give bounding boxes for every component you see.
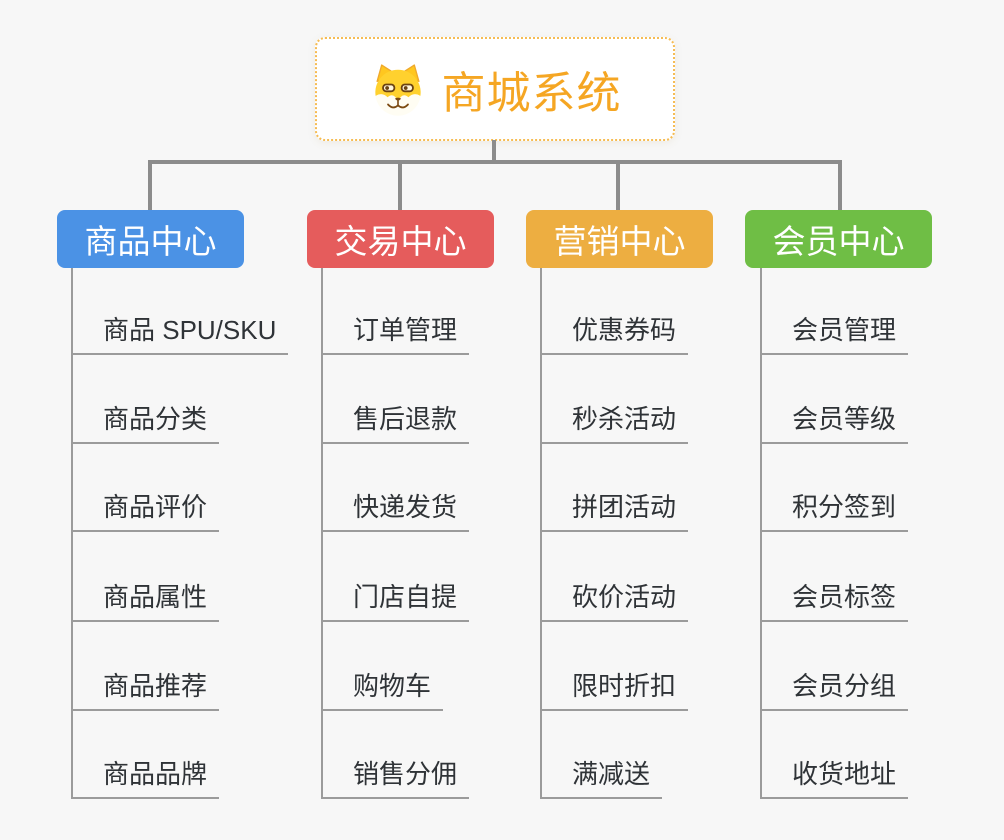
branch-header-member-center[interactable]: 会员中心 bbox=[745, 210, 932, 268]
list-item[interactable]: 会员分组 bbox=[762, 671, 909, 711]
connector-drop-trade bbox=[398, 160, 402, 210]
root-label: 商城系统 bbox=[441, 69, 622, 118]
list-item[interactable]: 购物车 bbox=[323, 671, 444, 711]
shiba-dog-icon bbox=[374, 63, 421, 116]
list-item[interactable]: 会员管理 bbox=[762, 315, 909, 355]
list-item[interactable]: 快递发货 bbox=[323, 492, 470, 532]
root-node[interactable]: 商城系统 bbox=[315, 37, 675, 141]
connector-drop-marketing bbox=[616, 160, 620, 210]
connector-root-stem bbox=[492, 140, 496, 162]
list-item[interactable]: 订单管理 bbox=[323, 315, 470, 355]
list-item[interactable]: 秒杀活动 bbox=[542, 404, 689, 444]
list-item[interactable]: 满减送 bbox=[542, 759, 663, 799]
branch-header-product-center[interactable]: 商品中心 bbox=[57, 210, 244, 268]
branch-items-member-center: 会员管理会员等级积分签到会员标签会员分组收货地址 bbox=[760, 268, 909, 799]
branch-header-trade-center[interactable]: 交易中心 bbox=[307, 210, 494, 268]
connector-drop-product bbox=[148, 160, 152, 210]
list-item[interactable]: 限时折扣 bbox=[542, 671, 689, 711]
list-item[interactable]: 积分签到 bbox=[762, 492, 909, 532]
list-item[interactable]: 门店自提 bbox=[323, 582, 470, 622]
list-item[interactable]: 商品评价 bbox=[73, 492, 220, 532]
list-item[interactable]: 会员等级 bbox=[762, 404, 909, 444]
list-item[interactable]: 商品推荐 bbox=[73, 671, 220, 711]
list-item[interactable]: 销售分佣 bbox=[323, 759, 470, 799]
list-item[interactable]: 商品 SPU/SKU bbox=[73, 315, 289, 355]
branch-header-marketing-center[interactable]: 营销中心 bbox=[526, 210, 713, 268]
branch-items-product-center: 商品 SPU/SKU 商品分类商品评价商品属性商品推荐商品品牌 bbox=[71, 268, 289, 799]
list-item[interactable]: 商品属性 bbox=[73, 582, 220, 622]
list-item[interactable]: 拼团活动 bbox=[542, 492, 689, 532]
list-item[interactable]: 砍价活动 bbox=[542, 582, 689, 622]
list-item[interactable]: 商品品牌 bbox=[73, 759, 220, 799]
branch-items-marketing-center: 优惠券码秒杀活动拼团活动砍价活动限时折扣满减送 bbox=[540, 268, 689, 799]
list-item[interactable]: 商品分类 bbox=[73, 404, 220, 444]
list-item[interactable]: 优惠券码 bbox=[542, 315, 689, 355]
list-item[interactable]: 会员标签 bbox=[762, 582, 909, 622]
branch-items-trade-center: 订单管理售后退款快递发货门店自提购物车销售分佣 bbox=[321, 268, 470, 799]
connector-drop-member bbox=[838, 160, 842, 210]
list-item[interactable]: 收货地址 bbox=[762, 759, 909, 799]
connector-horizontal-bar bbox=[148, 160, 842, 164]
list-item[interactable]: 售后退款 bbox=[323, 404, 470, 444]
